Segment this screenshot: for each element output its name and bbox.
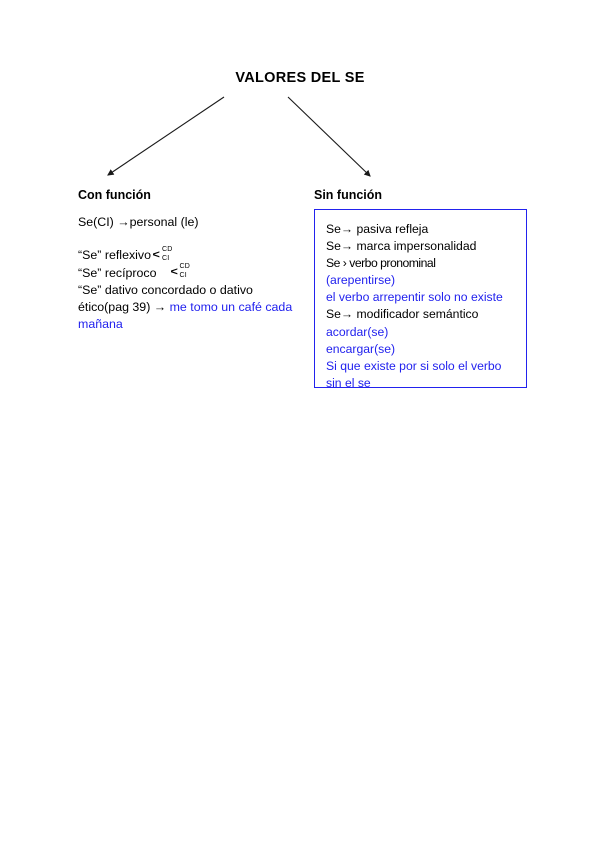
se-dativo-example-blue: me tomo un café cada mañana <box>78 300 293 332</box>
angle-bracket-icon: < <box>152 249 160 262</box>
list-item: Se→ modificador semántico <box>326 307 479 322</box>
list-item: el verbo arrepentir solo no existe <box>326 290 503 305</box>
list-item: Si que existe por si solo el verbo sin e… <box>326 358 502 390</box>
arrow-to-con-funcion <box>107 96 225 176</box>
bracket-label-cd: CD <box>179 263 191 271</box>
arrow-to-sin-funcion <box>287 96 371 177</box>
bracket-label-ci: CI <box>162 255 170 263</box>
con-funcion-item-list: “Se” reflexivo < CD CI “Se” recíproco < … <box>78 246 293 334</box>
se-reflexivo-label: “Se” reflexivo <box>78 248 151 263</box>
bracket-label-ci: CI <box>179 272 187 280</box>
bracket-label-cd: CD <box>162 246 173 254</box>
list-item: acordar(se) <box>326 324 389 339</box>
list-item: encargar(se) <box>326 341 396 356</box>
list-item: Se→ marca impersonalidad <box>326 239 477 254</box>
cd-ci-bracket-icon: < CD CI <box>170 263 195 280</box>
sin-funcion-box-content: Se→ pasiva refleja Se→ marca impersonali… <box>315 210 526 392</box>
branch-heading-sin-funcion: Sin función <box>314 188 383 202</box>
se-reciproco-label: “Se” recíproco <box>78 265 157 280</box>
list-item: “Se” recíproco < CD CI <box>78 263 293 282</box>
sin-funcion-box: Se→ pasiva refleja Se→ marca impersonali… <box>314 209 527 390</box>
cd-ci-bracket-icon: < CD CI <box>152 246 177 263</box>
list-item: (arepentirse) <box>326 273 396 288</box>
list-item: “Se” reflexivo < CD CI <box>78 246 293 264</box>
page-title: VALORES DEL SE <box>235 70 365 86</box>
se-dativo-line: “Se” dativo concordado o dativo ético(pa… <box>78 282 293 334</box>
angle-bracket-icon: < <box>170 266 178 279</box>
list-item: Se→ pasiva refleja <box>326 222 429 236</box>
branch-heading-con-funcion: Con función <box>78 188 151 202</box>
se-dativo-text-black: “Se” dativo concordado o dativo ético(pa… <box>78 282 253 315</box>
con-funcion-content: Se(CI) →personal (le) “Se” reflexivo < C… <box>78 214 293 334</box>
se-ci-personal-line: Se(CI) →personal (le) <box>78 215 199 229</box>
list-item: Se › verbo pronominal <box>326 256 436 271</box>
